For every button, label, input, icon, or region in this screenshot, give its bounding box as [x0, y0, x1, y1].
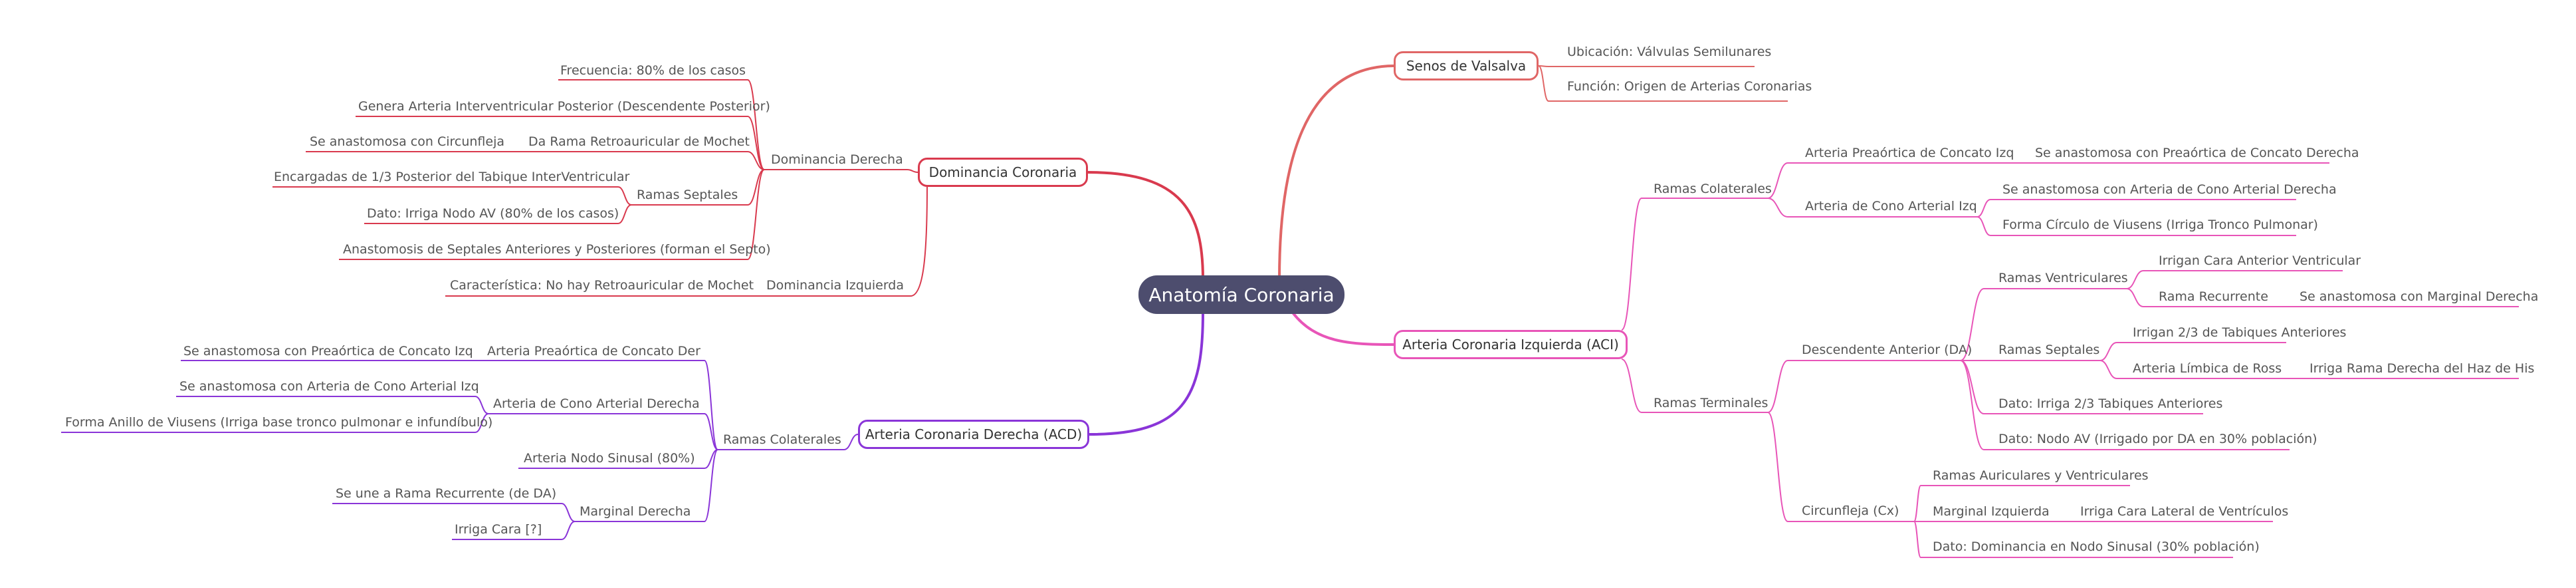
edge-terminales-cx [1767, 412, 1914, 522]
dom-septales: Ramas Septales [637, 188, 738, 202]
da-ventriculares-irrigan: Irrigan Cara Anterior Ventricular [2159, 253, 2361, 268]
aci-terminales: Ramas Terminales [1654, 396, 1769, 410]
dom-septales-item-2: Dato: Irriga Nodo AV (80% de los casos) [367, 206, 619, 221]
senos-funcion: Función: Origen de Arterias Coronarias [1567, 79, 1812, 94]
cx-label: Circunfleja (Cx) [1802, 504, 1899, 518]
root-node[interactable]: Anatomía Coronaria [1138, 275, 1344, 314]
edge-dom-genera [356, 116, 765, 170]
cx-marginal: Marginal Izquierda [1933, 504, 2050, 519]
edge-dom-frecuencia [558, 79, 765, 170]
edge-septales-item1 [272, 186, 632, 206]
edge-cx-dato [1913, 521, 2233, 558]
da-roos: Arteria Límbica de Ross [2133, 361, 2282, 376]
dom-derecha: Dominancia Derecha [771, 152, 903, 167]
edge-aci-cono-d1 [1977, 199, 2296, 218]
edge-sept-roos [2099, 360, 2296, 379]
edge-dom-retro [525, 151, 765, 170]
edge-marginal-item1 [332, 503, 576, 522]
edge-da-ventriculares [1960, 288, 2127, 361]
edge-dom-anastomosis [339, 169, 765, 260]
edge-cx-auriculares [1913, 485, 2130, 522]
edge-senos-funcion [1538, 65, 1788, 102]
acd-cono: Arteria de Cono Arterial Derecha [493, 396, 700, 411]
aci-cono: Arteria de Cono Arterial Izq [1805, 199, 1977, 214]
dom-izquierda: Dominancia Izquierda [766, 278, 905, 293]
edge-da-dato2 [1960, 360, 2290, 450]
cx-marginal-detail: Irriga Cara Lateral de Ventrículos [2080, 504, 2289, 519]
senos-node[interactable]: Senos de Valsalva [1394, 51, 1539, 80]
acd-marginal-item-1: Se une a Rama Recurrente (de DA) [336, 486, 557, 501]
da-roos-detail: Irriga Rama Derecha del Haz de His [2309, 361, 2535, 376]
acd-colaterales: Ramas Colaterales [723, 432, 841, 447]
edge-vent-recurrente [2126, 288, 2280, 307]
acd-preaortica: Arteria Preaórtica de Concato Der [487, 344, 700, 359]
dom-genera: Genera Arteria Interventricular Posterio… [358, 99, 770, 114]
edge-acd-preaortica [484, 360, 718, 450]
edge-septales-item2 [364, 204, 632, 224]
edge-aci-cono [1767, 198, 1977, 218]
edge-sept-irrigan [2099, 342, 2286, 361]
edge-root-aci [1291, 311, 1394, 346]
aci-cono-detail-2: Forma Círculo de Viusens (Irriga Tronco … [2002, 218, 2318, 232]
dom-retro: Da Rama Retroauricular de Mochet [528, 134, 750, 149]
da-dato-2: Dato: Nodo AV (Irrigado por DA en 30% po… [1998, 432, 2317, 446]
da-septales-irrigan: Irrigan 2/3 de Tabiques Anteriores [2133, 325, 2347, 340]
acd-node[interactable]: Arteria Coronaria Derecha (ACD) [858, 420, 1089, 449]
edge-marginal-item2 [452, 521, 576, 540]
acd-marginal-item-2: Irriga Cara [?] [455, 522, 542, 537]
dom-caracteristica: Característica: No hay Retroauricular de… [450, 278, 754, 293]
aci-preaortica: Arteria Preaórtica de Concato Izq [1805, 146, 2014, 160]
edge-aci-preaortica [1767, 162, 1977, 199]
da-septales: Ramas Septales [1998, 343, 2100, 357]
edge-aci-terminales [1621, 359, 1768, 413]
edge-aci-cono-d2 [1977, 216, 2296, 236]
acd-preaortica-detail: Se anastomosa con Preaórtica de Concato … [183, 344, 473, 359]
edge-vent-irrigan [2126, 270, 2343, 289]
cx-dato: Dato: Dominancia en Nodo Sinusal (30% po… [1933, 539, 2260, 554]
da-recurrente-detail: Se anastomosa con Marginal Derecha [2300, 289, 2539, 304]
edge-root-acd [1089, 312, 1204, 436]
edge-root-dominancia [1087, 171, 1204, 280]
da-dato-1: Dato: Irriga 2/3 Tabiques Anteriores [1998, 396, 2223, 411]
edge-aci-colaterales [1621, 198, 1768, 331]
cx-auriculares: Ramas Auriculares y Ventriculares [1933, 468, 2149, 483]
da-ventriculares: Ramas Ventriculares [1998, 271, 2128, 285]
edge-acd-nodo [518, 449, 718, 469]
edge-acd-colaterales [718, 434, 859, 450]
da-rama-recurrente: Rama Recurrente [2159, 289, 2268, 304]
edge-acd-cono [488, 413, 718, 450]
aci-preaortica-detail: Se anastomosa con Preaórtica de Concato … [2035, 146, 2359, 160]
edge-dom-izquierda [764, 186, 928, 297]
aci-colaterales: Ramas Colaterales [1654, 182, 1772, 196]
dominancia-node[interactable]: Dominancia Coronaria [918, 158, 1088, 187]
acd-marginal: Marginal Derecha [580, 504, 691, 519]
da-label: Descendente Anterior (DA) [1802, 343, 1973, 357]
edge-dom-derecha [764, 169, 918, 173]
edge-senos-ubicacion [1538, 65, 1755, 67]
edge-cono-d2 [61, 413, 489, 433]
aci-cono-detail-1: Se anastomosa con Arteria de Cono Arteri… [2002, 182, 2337, 197]
senos-ubicacion: Ubicación: Válvulas Semilunares [1567, 45, 1772, 59]
edge-root-senos [1278, 65, 1394, 280]
edge-terminales-da [1767, 360, 1961, 413]
aci-node[interactable]: Arteria Coronaria Izquierda (ACI) [1394, 330, 1628, 359]
dom-frecuencia: Frecuencia: 80% de los casos [560, 63, 746, 78]
dom-retro-detail: Se anastomosa con Circunfleja [310, 134, 505, 149]
acd-cono-detail-2: Forma Anillo de Viusens (Irriga base tro… [65, 415, 493, 430]
dom-anastomosis: Anastomosis de Septales Anteriores y Pos… [343, 242, 771, 257]
acd-nodo: Arteria Nodo Sinusal (80%) [524, 451, 695, 466]
edge-acd-marginal [575, 449, 718, 522]
edge-cono-d1 [176, 396, 489, 414]
edge-dom-septales [631, 169, 765, 206]
acd-cono-detail-1: Se anastomosa con Arteria de Cono Arteri… [179, 379, 479, 394]
dom-septales-item-1: Encargadas de 1/3 Posterior del Tabique … [274, 170, 630, 184]
